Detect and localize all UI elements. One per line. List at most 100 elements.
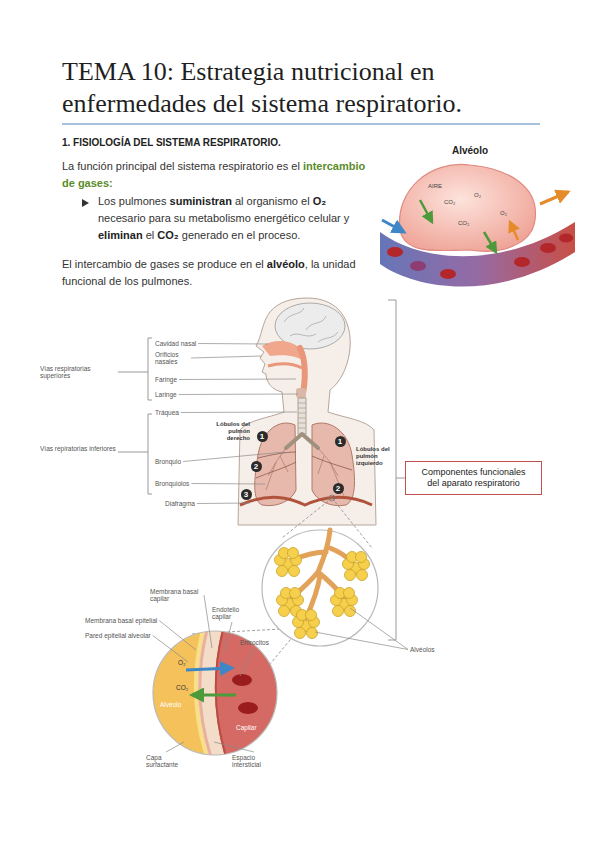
part-label: Espacio intersticial bbox=[232, 754, 276, 768]
section-heading: 1. FISIOLOGÍA DEL SISTEMA RESPIRATORIO. bbox=[62, 136, 402, 150]
human-body bbox=[312, 456, 352, 470]
alveolus-figure bbox=[440, 269, 456, 279]
leader-line bbox=[191, 356, 262, 358]
leader-line bbox=[198, 343, 268, 345]
human-body bbox=[284, 308, 338, 342]
membrane-zoom bbox=[238, 702, 258, 714]
part-label: Lóbulos del pulmón derecho bbox=[212, 421, 250, 442]
bold-text: alvéolo bbox=[267, 258, 305, 270]
paragraph: Los pulmones suministran al organismo el… bbox=[98, 193, 360, 244]
part-label: Tráquea bbox=[155, 409, 179, 416]
leader-line bbox=[179, 394, 298, 396]
bracket bbox=[148, 414, 152, 494]
part-label: Cavidad nasal bbox=[155, 340, 196, 347]
title-rule bbox=[62, 124, 540, 125]
part-label: Pared epitelial alveolar bbox=[85, 632, 151, 639]
part-label: Alvéolos bbox=[410, 646, 435, 653]
human-body bbox=[266, 448, 344, 496]
human-body bbox=[240, 497, 372, 505]
gas-label: AIRE bbox=[428, 183, 442, 190]
leader-line bbox=[183, 452, 285, 462]
callout-number: 1 bbox=[335, 436, 346, 447]
body-text: necesario para su metabolismo energético… bbox=[98, 212, 349, 224]
section-heading: 1. FISIOLOGÍA DEL SISTEMA RESPIRATORIO. bbox=[62, 137, 281, 148]
alveolus-figure bbox=[380, 164, 575, 286]
leader-line bbox=[224, 622, 232, 652]
bold-text: eliminan bbox=[98, 229, 143, 241]
alveoli-zoom bbox=[262, 530, 378, 646]
human-body bbox=[312, 423, 354, 506]
callout-number: 3 bbox=[241, 489, 252, 500]
membrane-zoom bbox=[232, 674, 252, 686]
body-text: generado en el proceso. bbox=[182, 229, 301, 241]
box-text: Componentes funcionales del aparato resp… bbox=[416, 467, 531, 489]
bold-text: suministran bbox=[170, 195, 232, 207]
alveolus-figure bbox=[540, 243, 556, 253]
alveolus-figure bbox=[510, 222, 518, 240]
membrane-zoom bbox=[153, 631, 277, 755]
alveolus-figure bbox=[400, 164, 536, 251]
membrane-zoom bbox=[186, 668, 232, 670]
part-label: Lóbulos del pulmón izquierdo bbox=[356, 446, 392, 467]
body-text: La función principal del sistema respira… bbox=[62, 160, 300, 172]
part-label: Eritrocitos bbox=[240, 639, 269, 646]
body-text: El intercambio de gases se produce en el bbox=[62, 258, 264, 270]
part-label: Bronquiolos bbox=[155, 480, 189, 487]
alveolus-figure bbox=[559, 234, 573, 243]
bold-text: CO₂ bbox=[157, 229, 178, 241]
callout-box: Componentes funcionales del aparato resp… bbox=[405, 461, 542, 495]
body-text: Los pulmones bbox=[98, 195, 167, 207]
callout-number: 2 bbox=[333, 483, 344, 494]
gas-label: O₂ bbox=[474, 192, 481, 199]
title-rule bbox=[62, 124, 540, 125]
part-label: Membrana basal epitelial bbox=[85, 617, 157, 624]
alveolus-figure bbox=[387, 247, 403, 257]
human-body bbox=[256, 452, 296, 478]
part-label: Capa surfactante bbox=[146, 754, 186, 768]
human-body bbox=[286, 434, 318, 448]
leader-line bbox=[214, 742, 254, 752]
part-label: Laringe bbox=[155, 391, 177, 398]
human-body bbox=[268, 364, 302, 368]
leader-line bbox=[197, 503, 250, 505]
gas-label: CO₂ bbox=[176, 684, 188, 691]
bracket bbox=[388, 300, 396, 640]
leader-line bbox=[191, 483, 265, 485]
paragraph: El intercambio de gases se produce en el… bbox=[62, 256, 362, 290]
bold-text: O₂ bbox=[313, 195, 326, 207]
page-title: TEMA 10: Estrategia nutricional en enfer… bbox=[62, 56, 542, 120]
membrane-zoom bbox=[192, 694, 236, 697]
bullet-marker bbox=[82, 199, 89, 207]
alveoli-zoom bbox=[262, 530, 378, 646]
leader-line bbox=[166, 742, 184, 752]
human-body bbox=[296, 388, 306, 398]
part-label: Capilar bbox=[236, 724, 257, 731]
alveoli-zoom bbox=[293, 610, 320, 639]
bullet-marker bbox=[82, 199, 89, 207]
bracket bbox=[396, 478, 405, 479]
human-body bbox=[298, 403, 306, 428]
leader-line bbox=[315, 632, 408, 650]
alveoli-zoom bbox=[275, 548, 302, 577]
paragraph: La función principal del sistema respira… bbox=[62, 158, 374, 192]
alveolus-figure bbox=[514, 257, 530, 267]
leader-line bbox=[350, 608, 408, 650]
human-body bbox=[238, 298, 376, 525]
part-label: Endotelio capilar bbox=[212, 606, 252, 620]
bracket bbox=[118, 372, 148, 373]
leader-line bbox=[204, 595, 212, 648]
part-label: Vías repiratorias inferiores bbox=[40, 445, 116, 452]
alveolus-figure bbox=[382, 220, 404, 232]
human-body bbox=[238, 298, 376, 525]
gas-label: O₂ bbox=[500, 210, 507, 217]
gas-label: CO₂ bbox=[444, 199, 455, 206]
membrane-zoom bbox=[153, 630, 290, 760]
leader-line bbox=[179, 379, 296, 381]
leader-line bbox=[159, 621, 196, 651]
gas-label: CO₂ bbox=[458, 220, 469, 227]
